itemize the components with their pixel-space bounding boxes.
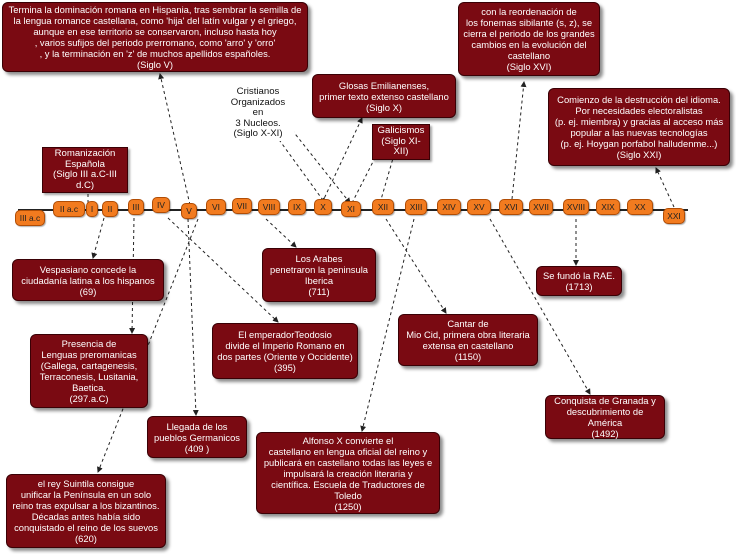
connector-mio-cid <box>385 218 447 314</box>
timeline-tick-xiv: XIV <box>437 199 461 215</box>
connector-siglo-v <box>158 73 191 206</box>
timeline-tick-xxi: XXI <box>663 208 685 224</box>
connector-granada <box>489 218 591 395</box>
event-teodosio: El emperadorTeodosio divide el Imperio R… <box>212 323 358 379</box>
timeline-tick-iv: IV <box>152 197 170 213</box>
event-siglo-v: Termina la dominación romana en Hispania… <box>2 2 308 72</box>
timeline-tick-vii: VII <box>232 198 252 214</box>
timeline-tick-v: V <box>181 203 197 219</box>
timeline-tick-x: X <box>314 199 332 215</box>
timeline-tick-ii: II <box>102 201 118 217</box>
timeline-tick-xv: XV <box>467 199 491 215</box>
event-granada: Conquista de Granada y descubrimiento de… <box>545 395 665 439</box>
timeline-tick-xii: XII <box>372 199 394 215</box>
event-mio-cid: Cantar de Mio Cid, primera obra literari… <box>398 314 538 366</box>
timeline-tick-iii-a-c: III a.c <box>15 210 45 226</box>
timeline-tick-ix: IX <box>288 199 306 215</box>
event-vespasiano: Vespasiano concede la ciudadanía latina … <box>12 259 164 301</box>
timeline-tick-xix: XIX <box>596 199 620 215</box>
connector-cristianos-2 <box>291 129 351 204</box>
timeline-tick-vi: VI <box>206 199 226 215</box>
label-galicismos: Galicismos (Siglo XI-XII) <box>372 124 430 160</box>
event-sibilantes: con la reordenación de los fonemas sibil… <box>458 2 600 76</box>
timeline-tick-xvi: XVI <box>499 199 523 215</box>
event-prerromanas: Presencia de Lenguas preromanicas (Galle… <box>30 334 148 408</box>
event-arabes: Los Arabes penetraron la peninsula Iberi… <box>262 248 376 302</box>
connector-glosas <box>321 117 363 204</box>
connector-vespasiano <box>91 217 105 259</box>
event-destruccion: Comienzo de la destrucción del idioma. P… <box>548 88 730 166</box>
event-germanicos: Llegada de los pueblos Germanicos (409 ) <box>147 416 247 458</box>
timeline-tick-ii-a-c: II a.c <box>53 201 85 217</box>
event-alfonso: Alfonso X convierte el castellano en len… <box>256 432 440 514</box>
connector-sibilantes <box>511 81 527 200</box>
timeline-tick-xviii: XVIII <box>563 199 589 215</box>
event-rae: Se fundó la RAE. (1713) <box>536 266 622 296</box>
connector-cristianos <box>271 129 326 204</box>
timeline-tick-viii: VIII <box>258 199 280 215</box>
label-romanizacion: Romanización Española (Siglo III a.C-III… <box>42 147 128 193</box>
timeline-tick-xiii: XIII <box>405 199 427 215</box>
event-suintila: el rey Suintila consigue unificar la Pen… <box>6 474 166 548</box>
label-cristianos: Cristianos Organizados en 3 Nucleos. (Si… <box>222 86 294 141</box>
timeline-tick-iii: III <box>128 199 144 215</box>
timeline-tick-xi: XI <box>341 201 361 217</box>
event-glosas: Glosas Emilianenses, primer texto extens… <box>312 74 456 118</box>
timeline-tick-i: I <box>86 201 98 217</box>
connector-germanicos <box>187 218 199 416</box>
connector-destruccion <box>655 167 675 208</box>
connector-arabes <box>265 218 297 248</box>
timeline-tick-xvii: XVII <box>529 199 553 215</box>
timeline-tick-xx: XX <box>627 199 653 215</box>
